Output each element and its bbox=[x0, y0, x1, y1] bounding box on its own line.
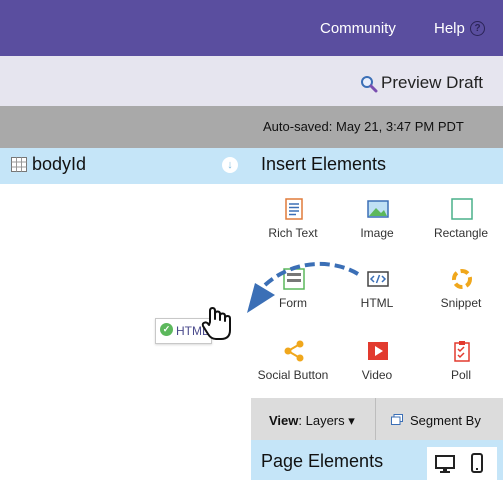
preview-draft-button[interactable]: Preview Draft bbox=[381, 73, 484, 92]
element-label: HTML bbox=[360, 296, 394, 310]
mobile-icon[interactable] bbox=[471, 453, 483, 473]
grid-icon bbox=[11, 157, 27, 172]
preview-bar bbox=[0, 56, 503, 106]
drag-arrow-icon bbox=[247, 261, 360, 313]
rectangle-icon bbox=[451, 198, 473, 220]
help-icon[interactable]: ? bbox=[470, 21, 485, 36]
poll-icon bbox=[454, 341, 470, 362]
check-icon: ✓ bbox=[160, 323, 173, 336]
element-label: Image bbox=[360, 226, 394, 240]
nav-help-link[interactable]: Help bbox=[434, 20, 465, 37]
element-label: Social Button bbox=[257, 368, 329, 382]
divider bbox=[375, 398, 376, 440]
snippet-icon bbox=[452, 269, 472, 289]
element-label: Form bbox=[279, 296, 307, 310]
view-label-bold: View bbox=[269, 413, 299, 428]
autosave-status: Auto-saved: May 21, 3:47 PM PDT bbox=[263, 119, 464, 134]
desktop-icon[interactable] bbox=[435, 455, 455, 473]
segment-icon bbox=[391, 414, 403, 425]
body-id-label: bodyId bbox=[32, 154, 87, 174]
page-elements-title: Page Elements bbox=[261, 451, 384, 471]
rich-text-icon bbox=[285, 198, 303, 220]
chevron-down-icon[interactable]: ↓ bbox=[222, 157, 238, 173]
html-icon bbox=[367, 271, 389, 287]
element-label: Poll bbox=[450, 368, 471, 382]
nav-community-link[interactable]: Community bbox=[320, 20, 396, 37]
insert-elements-header bbox=[251, 148, 503, 184]
image-icon bbox=[367, 200, 389, 218]
segment-by-button[interactable]: Segment By bbox=[410, 413, 481, 428]
view-label-value: : Layers ▾ bbox=[298, 413, 355, 428]
video-icon bbox=[368, 342, 388, 360]
insert-elements-title: Insert Elements bbox=[261, 154, 387, 174]
dragged-element-label: HTML bbox=[176, 324, 209, 338]
share-icon bbox=[284, 340, 304, 362]
view-bar bbox=[251, 398, 503, 440]
element-label: Video bbox=[361, 368, 393, 382]
element-label: Rectangle bbox=[433, 226, 489, 240]
autosave-bar bbox=[0, 106, 503, 148]
hand-cursor-icon bbox=[201, 307, 231, 340]
magnifier-icon[interactable] bbox=[360, 75, 378, 93]
element-label: Rich Text bbox=[268, 226, 318, 240]
view-layers-dropdown[interactable]: View: Layers ▾ bbox=[269, 413, 355, 429]
top-nav-bar bbox=[0, 0, 503, 56]
element-label: Snippet bbox=[440, 296, 482, 310]
body-id-header bbox=[0, 148, 251, 184]
